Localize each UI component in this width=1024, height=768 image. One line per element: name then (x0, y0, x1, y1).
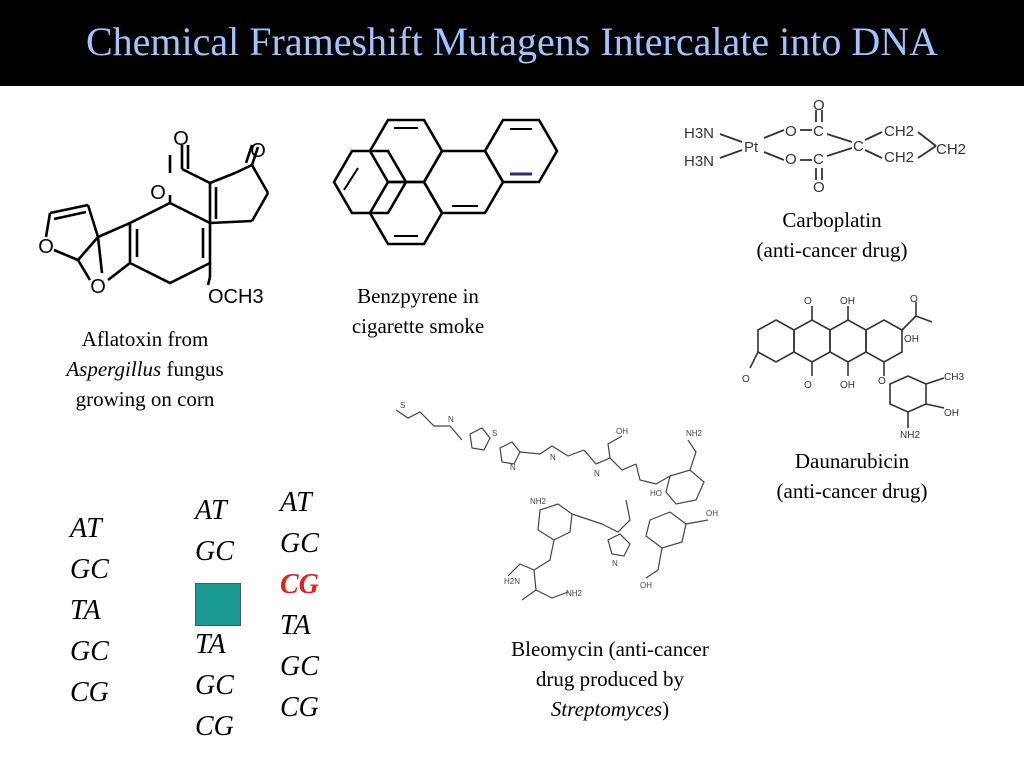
aflatoxin-caption-rest: fungus (161, 357, 224, 381)
svg-text:OH: OH (840, 296, 855, 307)
svg-text:N: N (550, 453, 556, 462)
bleomycin-caption-close: ) (662, 697, 670, 721)
bleomycin-caption-line1: Bleomycin (anti-cancer (511, 637, 709, 661)
carboplatin-atom-o-link-top: O (785, 123, 797, 140)
aflatoxin-caption-line1: Aflatoxin from (81, 327, 209, 351)
svg-text:N: N (594, 469, 600, 478)
daunarubicin-caption-line1: Daunarubicin (794, 449, 910, 473)
svg-text:CH3: CH3 (944, 372, 964, 383)
daunarubicin-caption-line2: (anti-cancer drug) (776, 479, 928, 503)
aflatoxin-structure: O O O O O OCH3 (38, 128, 270, 308)
intercalator-box (195, 583, 241, 626)
svg-text:OH: OH (706, 509, 718, 518)
aflatoxin-atom-o-bottom: O (90, 276, 106, 298)
svg-text:O: O (910, 294, 918, 305)
aflatoxin-atom-o-ring: O (150, 182, 166, 204)
svg-text:NH2: NH2 (566, 589, 583, 598)
base-pair: TA (195, 629, 226, 660)
base-pair: TA (280, 610, 311, 641)
svg-text:S: S (400, 401, 405, 410)
inserted-base-pair: CG (280, 569, 319, 600)
carboplatin-caption: Carboplatin (anti-cancer drug) (722, 205, 942, 265)
svg-text:OH: OH (944, 408, 959, 419)
base-pair: CG (70, 677, 109, 708)
title-bar (0, 0, 1024, 86)
base-pair: GC (70, 554, 109, 585)
carboplatin-caption-line2: (anti-cancer drug) (756, 238, 908, 262)
aflatoxin-caption-line3: growing on corn (75, 387, 215, 411)
aflatoxin-atom-o-top: O (173, 128, 189, 150)
svg-text:O: O (804, 296, 812, 307)
bleomycin-caption: Bleomycin (anti-cancer drug produced by … (482, 634, 738, 724)
carboplatin-atom-h3n-bottom: H3N (684, 153, 714, 170)
svg-text:N: N (612, 559, 618, 568)
dna-column-mutant: AT GC CG TA GC CG (280, 482, 319, 728)
carboplatin-atom-o-link-bottom: O (785, 151, 797, 168)
dna-column-intercalated: AT GC TA GC CG (195, 490, 241, 747)
carboplatin-atom-c-bottom: C (813, 151, 824, 168)
benzpyrene-caption: Benzpyrene in cigarette smoke (318, 281, 518, 341)
base-pair: GC (195, 536, 234, 567)
carboplatin-caption-line1: Carboplatin (782, 208, 882, 232)
benzpyrene-structure (332, 118, 559, 246)
svg-text:H2N: H2N (504, 577, 520, 586)
svg-text:HO: HO (650, 489, 662, 498)
svg-text:O: O (804, 380, 812, 391)
aflatoxin-atom-o-ketone: O (250, 140, 266, 162)
base-pair: CG (280, 692, 319, 723)
base-pair: TA (70, 595, 101, 626)
base-pair: GC (195, 670, 234, 701)
svg-text:NH2: NH2 (686, 429, 703, 438)
base-pair: AT (195, 495, 227, 526)
benzpyrene-caption-line1: Benzpyrene in (357, 284, 479, 308)
base-pair: AT (280, 487, 312, 518)
daunarubicin-structure: O O OH OH O OH O O CH3 OH NH2 (742, 294, 964, 441)
svg-text:N: N (510, 463, 516, 472)
aflatoxin-caption-line2: Aspergillus fungus (30, 354, 260, 384)
svg-text:NH2: NH2 (900, 430, 920, 441)
svg-text:N: N (448, 415, 454, 424)
bleomycin-structure: S N S N N N OH NH2 HO OH NH2 H2N NH2 N O… (395, 401, 718, 601)
carboplatin-atom-pt: Pt (744, 139, 759, 156)
svg-text:OH: OH (840, 380, 855, 391)
base-pair: AT (70, 513, 102, 544)
svg-text:O: O (878, 376, 886, 387)
aflatoxin-atom-o-left: O (38, 236, 54, 258)
slide-title: Chemical Frameshift Mutagens Intercalate… (86, 19, 938, 64)
svg-text:OH: OH (904, 334, 919, 345)
carboplatin-atom-ch2-b: CH2 (884, 149, 914, 166)
carboplatin-atom-ch2-a: CH2 (884, 123, 914, 140)
base-pair: CG (195, 711, 234, 742)
bleomycin-caption-line3: Streptomyces) (482, 694, 738, 724)
daunarubicin-caption: Daunarubicin (anti-cancer drug) (742, 446, 962, 506)
base-pair: GC (280, 651, 319, 682)
svg-text:OH: OH (640, 581, 652, 590)
carboplatin-atom-o-top: O (813, 97, 825, 114)
carboplatin-atom-c-top: C (813, 123, 824, 140)
carboplatin-atom-c-center: C (853, 138, 864, 155)
bleomycin-caption-line2: drug produced by (535, 667, 685, 691)
carboplatin-atom-o-bottom: O (813, 179, 825, 196)
aflatoxin-caption: Aflatoxin from Aspergillus fungus growin… (30, 324, 260, 414)
base-pair: GC (280, 528, 319, 559)
aflatoxin-atom-och3: OCH3 (208, 286, 264, 308)
svg-text:O: O (742, 374, 750, 385)
dna-column-original: AT GC TA GC CG (70, 508, 109, 713)
carboplatin-atom-h3n-top: H3N (684, 125, 714, 142)
svg-text:S: S (492, 429, 497, 438)
svg-text:OH: OH (616, 427, 628, 436)
intercalator-gap (195, 583, 241, 626)
carboplatin-atom-ch2-c: CH2 (936, 141, 966, 158)
carboplatin-structure: H3N H3N Pt O O C C O O C CH2 CH2 CH2 (684, 97, 966, 196)
aflatoxin-genus: Aspergillus (66, 357, 162, 381)
base-pair: GC (70, 636, 109, 667)
bleomycin-genus: Streptomyces (550, 697, 663, 721)
benzpyrene-caption-line2: cigarette smoke (351, 314, 485, 338)
svg-text:NH2: NH2 (530, 497, 547, 506)
